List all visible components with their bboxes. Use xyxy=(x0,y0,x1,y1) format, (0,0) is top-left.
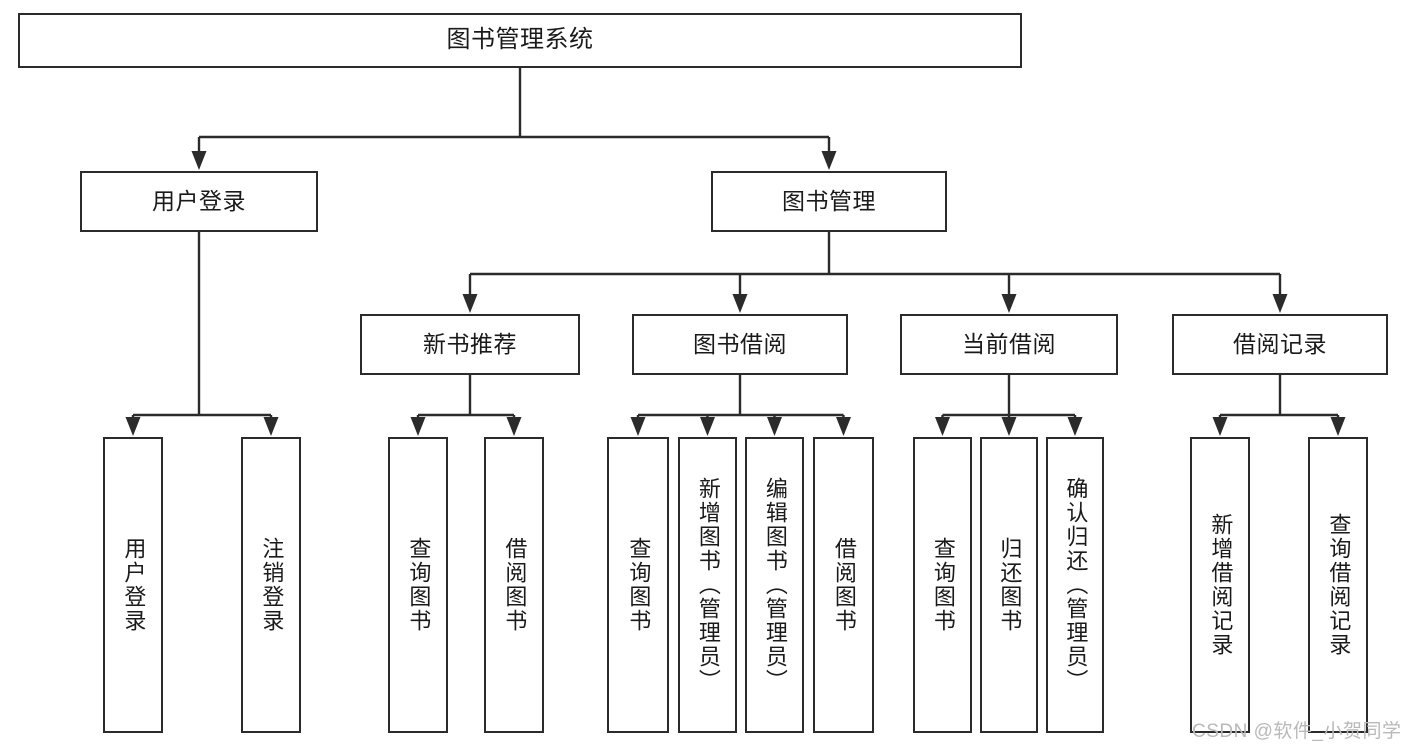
node-label-book-borrow: 图书借阅 xyxy=(693,330,787,357)
node-label-leaf-borrow-book-1: 借阅图书 xyxy=(502,537,528,633)
connector-arrowhead xyxy=(630,417,646,436)
node-leaf-add-book[interactable]: 新增图书（管理员） xyxy=(678,437,737,733)
node-label-leaf-user-login: 用户登录 xyxy=(121,537,147,633)
node-label-leaf-add-record: 新增借阅记录 xyxy=(1208,513,1234,657)
node-book-borrow[interactable]: 图书借阅 xyxy=(632,314,848,375)
node-label-leaf-return-book: 归还图书 xyxy=(997,537,1023,633)
node-new-book-rec[interactable]: 新书推荐 xyxy=(360,314,580,375)
connector-arrowhead xyxy=(1272,294,1288,313)
connector-arrowhead xyxy=(1001,417,1017,436)
node-label-user-login: 用户登录 xyxy=(152,187,246,214)
node-label-leaf-edit-book: 编辑图书（管理员） xyxy=(762,477,788,693)
node-leaf-return-book[interactable]: 归还图书 xyxy=(980,437,1038,733)
node-label-book-manage: 图书管理 xyxy=(782,187,876,214)
connector-arrowhead xyxy=(263,417,279,436)
node-label-leaf-query-book-2: 查询图书 xyxy=(626,537,652,633)
node-leaf-query-book-1[interactable]: 查询图书 xyxy=(388,437,448,733)
node-leaf-borrow-book-1[interactable]: 借阅图书 xyxy=(484,437,544,733)
connector-arrowhead xyxy=(1001,294,1017,313)
node-label-new-book-rec: 新书推荐 xyxy=(423,330,517,357)
connector-arrowhead xyxy=(732,294,748,313)
node-current-borrow[interactable]: 当前借阅 xyxy=(900,314,1118,375)
node-leaf-user-logout[interactable]: 注销登录 xyxy=(241,437,301,733)
node-leaf-borrow-book-2[interactable]: 借阅图书 xyxy=(813,437,874,733)
connector-arrowhead xyxy=(821,151,837,170)
node-leaf-user-login[interactable]: 用户登录 xyxy=(103,437,163,733)
node-book-manage[interactable]: 图书管理 xyxy=(711,171,947,232)
node-leaf-edit-book[interactable]: 编辑图书（管理员） xyxy=(745,437,804,733)
node-label-leaf-user-logout: 注销登录 xyxy=(259,537,285,633)
csdn-watermark: CSDN @软件_小贺同学 xyxy=(1192,721,1402,742)
connector-arrowhead xyxy=(836,417,851,436)
node-leaf-query-book-3[interactable]: 查询图书 xyxy=(913,437,972,733)
node-label-root: 图书管理系统 xyxy=(446,26,594,54)
node-leaf-add-record[interactable]: 新增借阅记录 xyxy=(1190,437,1250,733)
node-label-leaf-confirm-return: 确认归还（管理员） xyxy=(1063,477,1089,693)
node-borrow-record[interactable]: 借阅记录 xyxy=(1172,314,1388,375)
connector-arrowhead xyxy=(1212,417,1228,436)
connector-arrowhead xyxy=(506,417,522,436)
node-label-leaf-add-book: 新增图书（管理员） xyxy=(695,477,721,693)
connector-arrowhead xyxy=(1330,417,1346,436)
connector-arrowhead xyxy=(700,417,715,436)
node-label-current-borrow: 当前借阅 xyxy=(962,330,1056,357)
node-label-borrow-record: 借阅记录 xyxy=(1233,330,1327,357)
node-user-login[interactable]: 用户登录 xyxy=(80,171,318,232)
connector-arrowhead xyxy=(410,417,426,436)
node-label-leaf-borrow-book-2: 借阅图书 xyxy=(831,537,857,633)
connector-arrowhead xyxy=(462,294,478,313)
node-label-leaf-query-record: 查询借阅记录 xyxy=(1326,513,1352,657)
connector-arrowhead xyxy=(1067,417,1083,436)
node-label-leaf-query-book-1: 查询图书 xyxy=(406,537,432,633)
node-leaf-query-book-2[interactable]: 查询图书 xyxy=(607,437,669,733)
node-label-leaf-query-book-3: 查询图书 xyxy=(930,537,956,633)
connector-arrowhead xyxy=(191,151,207,170)
node-leaf-confirm-return[interactable]: 确认归还（管理员） xyxy=(1046,437,1104,733)
node-root[interactable]: 图书管理系统 xyxy=(18,13,1022,68)
connector-arrowhead xyxy=(767,417,782,436)
connector-arrowhead xyxy=(935,417,950,436)
connector-arrowhead xyxy=(125,417,141,436)
node-leaf-query-record[interactable]: 查询借阅记录 xyxy=(1308,437,1368,733)
